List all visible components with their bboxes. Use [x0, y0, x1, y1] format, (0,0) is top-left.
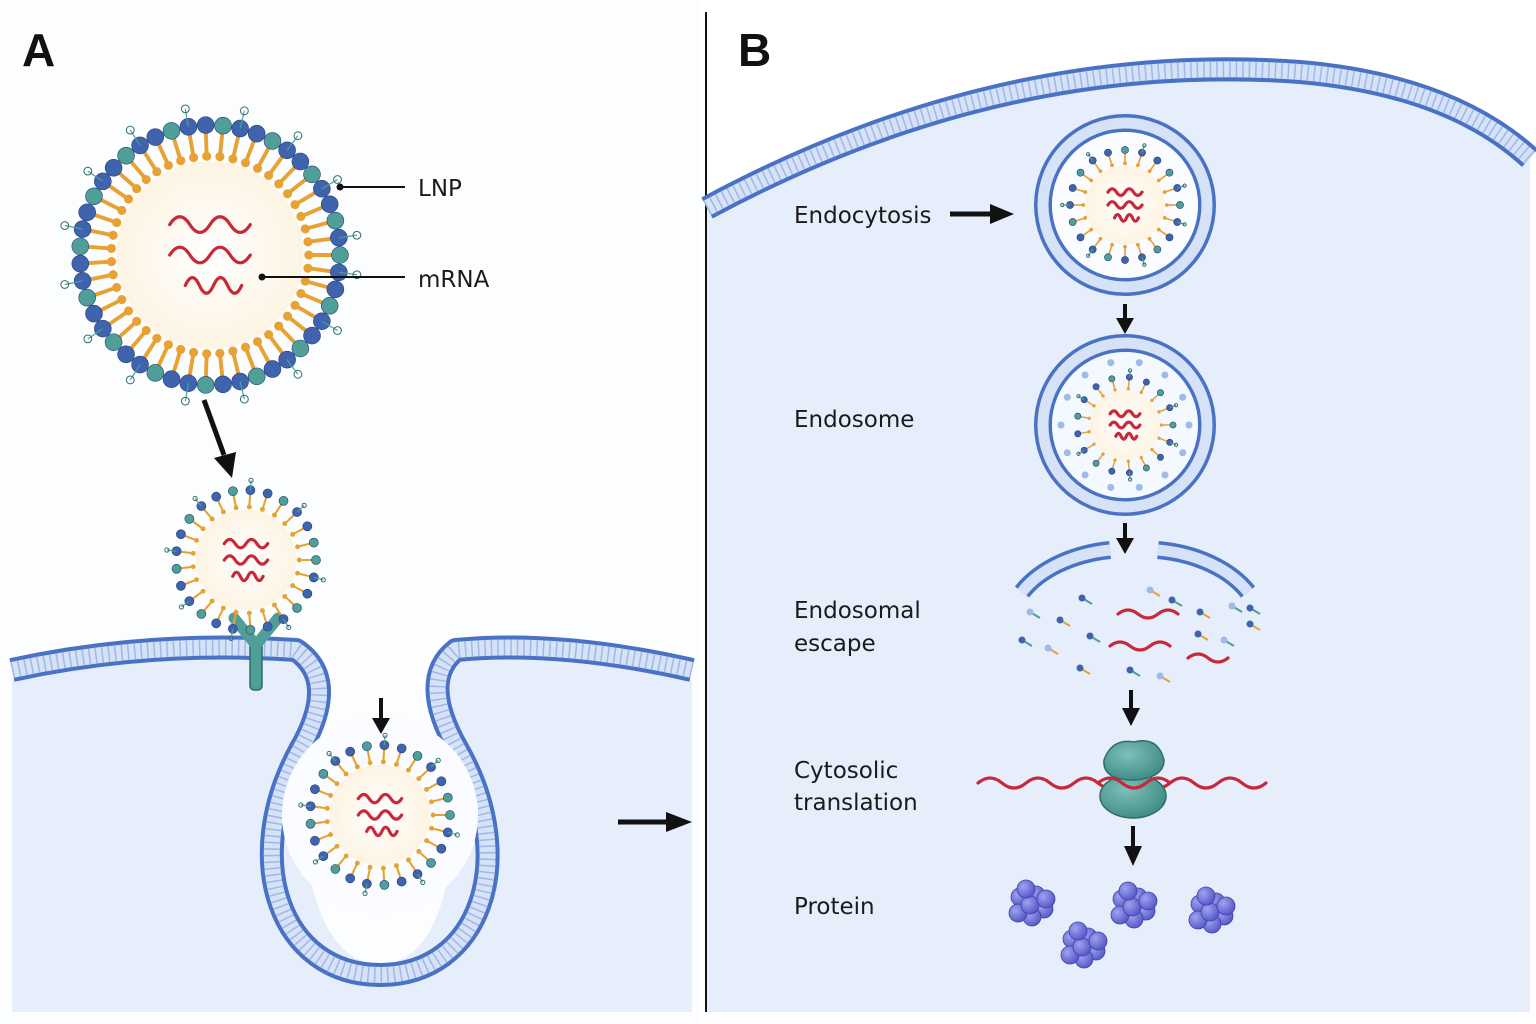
step-escape-label-line1: Endosomal [794, 598, 921, 624]
panel-b: B Endocytosis Endosome Endosomal escape … [701, 0, 1536, 1024]
mrna-label: mRNA [418, 267, 490, 293]
cell-interior-a [12, 657, 692, 1012]
protein-icon [1008, 879, 1056, 927]
lnp-icon [164, 477, 326, 641]
lnp-callout: LNP [336, 176, 462, 202]
step-translation-label-line2: translation [794, 790, 918, 816]
arrow-icon [618, 812, 692, 832]
broken-endosome-icon [1014, 541, 1256, 598]
proton-dots [1057, 359, 1193, 491]
panel-a-letter: A [22, 24, 55, 76]
arrow-icon [1116, 523, 1134, 554]
lnp-icon [1074, 368, 1179, 482]
membrane-tails-b [703, 61, 1536, 216]
protein-icon [1188, 886, 1236, 934]
panel-a: A LNP mRNA [0, 0, 700, 1024]
step-endocytosis-label: Endocytosis [794, 203, 931, 229]
arrow-icon [372, 698, 390, 734]
receptor-icon [228, 612, 284, 691]
panel-b-letter: B [738, 24, 771, 76]
lnp-icon [60, 104, 362, 406]
mrna-icon [1108, 608, 1230, 664]
arrow-icon [1122, 690, 1140, 726]
arrow-icon [1116, 304, 1134, 334]
vesicle-icon [282, 717, 478, 913]
protein-group [1008, 879, 1236, 969]
step-escape-label-line2: escape [794, 631, 876, 657]
arrow-icon [1124, 826, 1142, 866]
ribosome-icon [1096, 740, 1172, 819]
membrane-lipids-a [10, 639, 694, 983]
mrna-callout: mRNA [258, 267, 490, 293]
protein-icon [1110, 881, 1158, 929]
lipid-debris [1018, 586, 1261, 683]
step-protein-label: Protein [794, 894, 875, 920]
cell-interior-b [707, 61, 1530, 1013]
step-endosome-label: Endosome [794, 407, 914, 433]
protein-icon [1060, 921, 1108, 969]
lnp-icon [1060, 143, 1187, 267]
lnp-label: LNP [418, 176, 462, 202]
arrow-icon [201, 399, 236, 478]
arrow-icon [950, 204, 1014, 224]
step-translation-label-line1: Cytosolic [794, 758, 898, 784]
